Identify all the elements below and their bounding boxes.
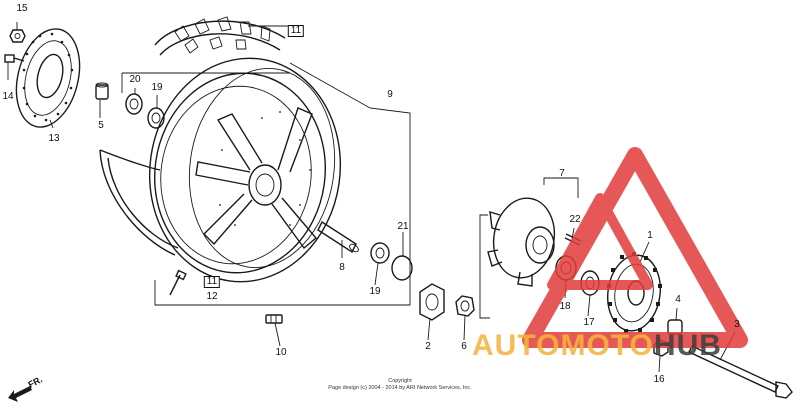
part-number-11-tire: 11 xyxy=(287,25,305,37)
part-number-18: 18 xyxy=(559,301,571,312)
part-number-19-upper: 19 xyxy=(151,82,163,93)
copyright-title: Copyright xyxy=(388,378,412,384)
part-number-17: 17 xyxy=(583,317,595,328)
watermark-text-part2: HUB xyxy=(653,329,722,362)
part-number-14: 14 xyxy=(2,91,14,102)
rear-wheel xyxy=(148,57,342,283)
part-number-11-valve: 11 xyxy=(203,276,221,288)
circlip xyxy=(391,255,413,281)
part-number-12: 12 xyxy=(206,291,218,302)
part-number-4: 4 xyxy=(675,294,681,305)
disc-bolt xyxy=(4,54,25,63)
part-number-15: 15 xyxy=(16,3,28,14)
part-number-5: 5 xyxy=(98,120,104,131)
disc-nut xyxy=(9,29,26,43)
brake-disc xyxy=(15,28,81,128)
bearing-upper xyxy=(147,107,165,129)
part-number-20: 20 xyxy=(129,74,141,85)
part-number-22: 22 xyxy=(569,214,581,225)
watermark-logo xyxy=(522,147,748,348)
wheel-spacer xyxy=(95,82,109,100)
copyright-notice: Copyright Page design (c) 2004 - 2014 by… xyxy=(250,378,550,392)
tire xyxy=(99,16,286,256)
part-number-21: 21 xyxy=(397,221,409,232)
part-number-2: 2 xyxy=(425,341,431,352)
side-collar xyxy=(419,283,445,321)
bearing-left xyxy=(125,93,143,115)
part-number-8: 8 xyxy=(339,262,345,273)
leader-lines xyxy=(7,22,736,373)
part-number-1: 1 xyxy=(647,230,653,241)
part-number-6: 6 xyxy=(461,341,467,352)
part-number-13: 13 xyxy=(48,133,60,144)
part-number-16: 16 xyxy=(653,374,665,385)
air-valve xyxy=(169,269,187,296)
balance-weight xyxy=(265,314,283,324)
copyright-text: Page design (c) 2004 - 2014 by ARI Netwo… xyxy=(328,384,472,391)
part-number-10: 10 xyxy=(275,347,287,358)
axle-nut xyxy=(455,295,475,317)
axle-sleeve xyxy=(317,220,359,254)
bearing-lower xyxy=(370,242,390,264)
front-direction-arrow xyxy=(8,386,32,402)
part-number-19-lower: 19 xyxy=(369,286,381,297)
watermark-text-part1: AUTOMOTO xyxy=(472,329,654,362)
part-number-7: 7 xyxy=(559,168,565,179)
driven-flange xyxy=(487,197,556,287)
part-number-9: 9 xyxy=(387,89,393,100)
part-number-3: 3 xyxy=(734,319,740,330)
watermark-text: AUTOMOTOHUB xyxy=(472,331,722,361)
rear-axle xyxy=(688,345,793,399)
